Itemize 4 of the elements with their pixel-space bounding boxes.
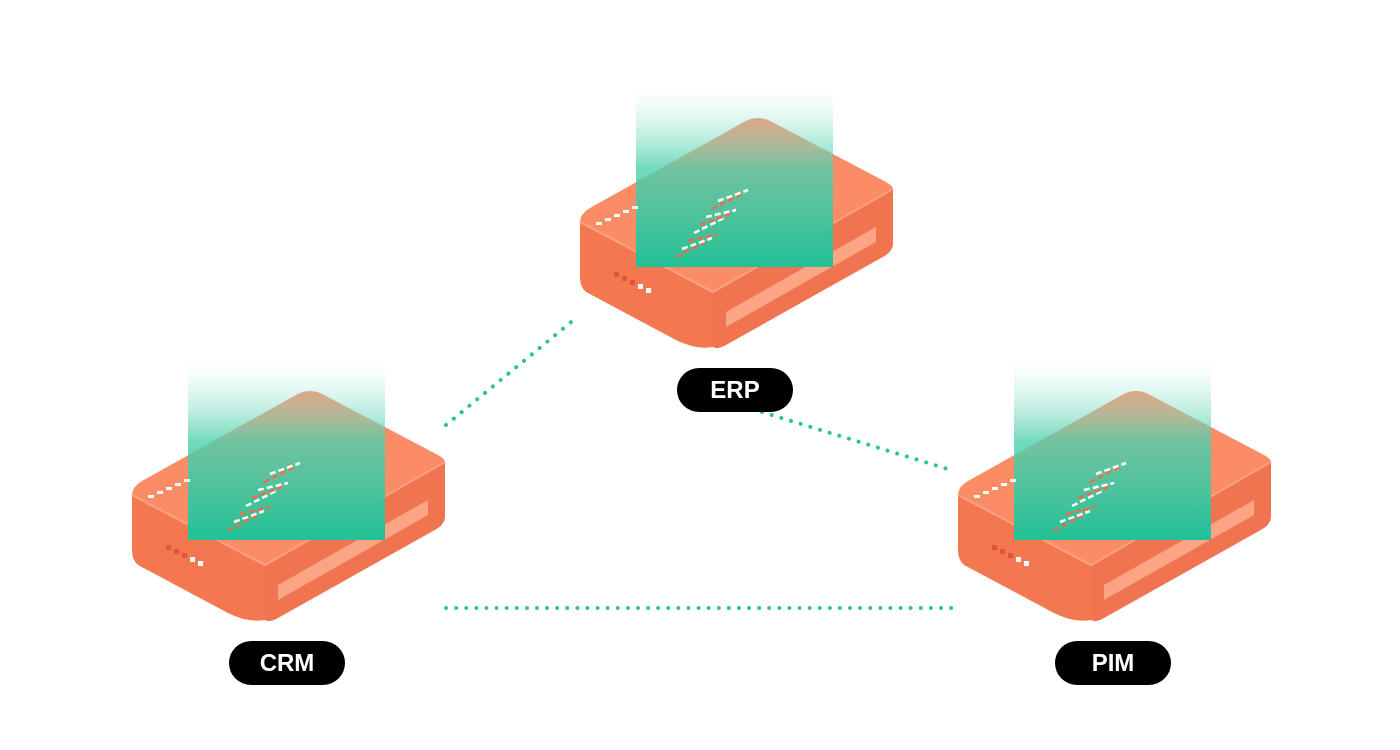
name-pill: PIM — [1055, 641, 1171, 685]
name-pill: CRM — [229, 641, 345, 685]
name-pill: ERP — [677, 368, 793, 412]
dotted-connector — [444, 606, 956, 610]
